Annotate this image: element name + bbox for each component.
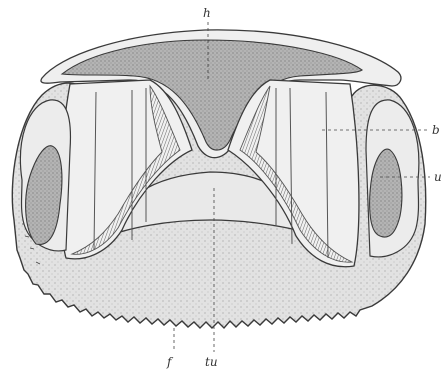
label-tu: tu [205,356,218,368]
label-u: u [434,171,442,183]
label-h: h [203,7,211,19]
label-f: f [167,356,171,368]
label-b: b [432,124,440,136]
